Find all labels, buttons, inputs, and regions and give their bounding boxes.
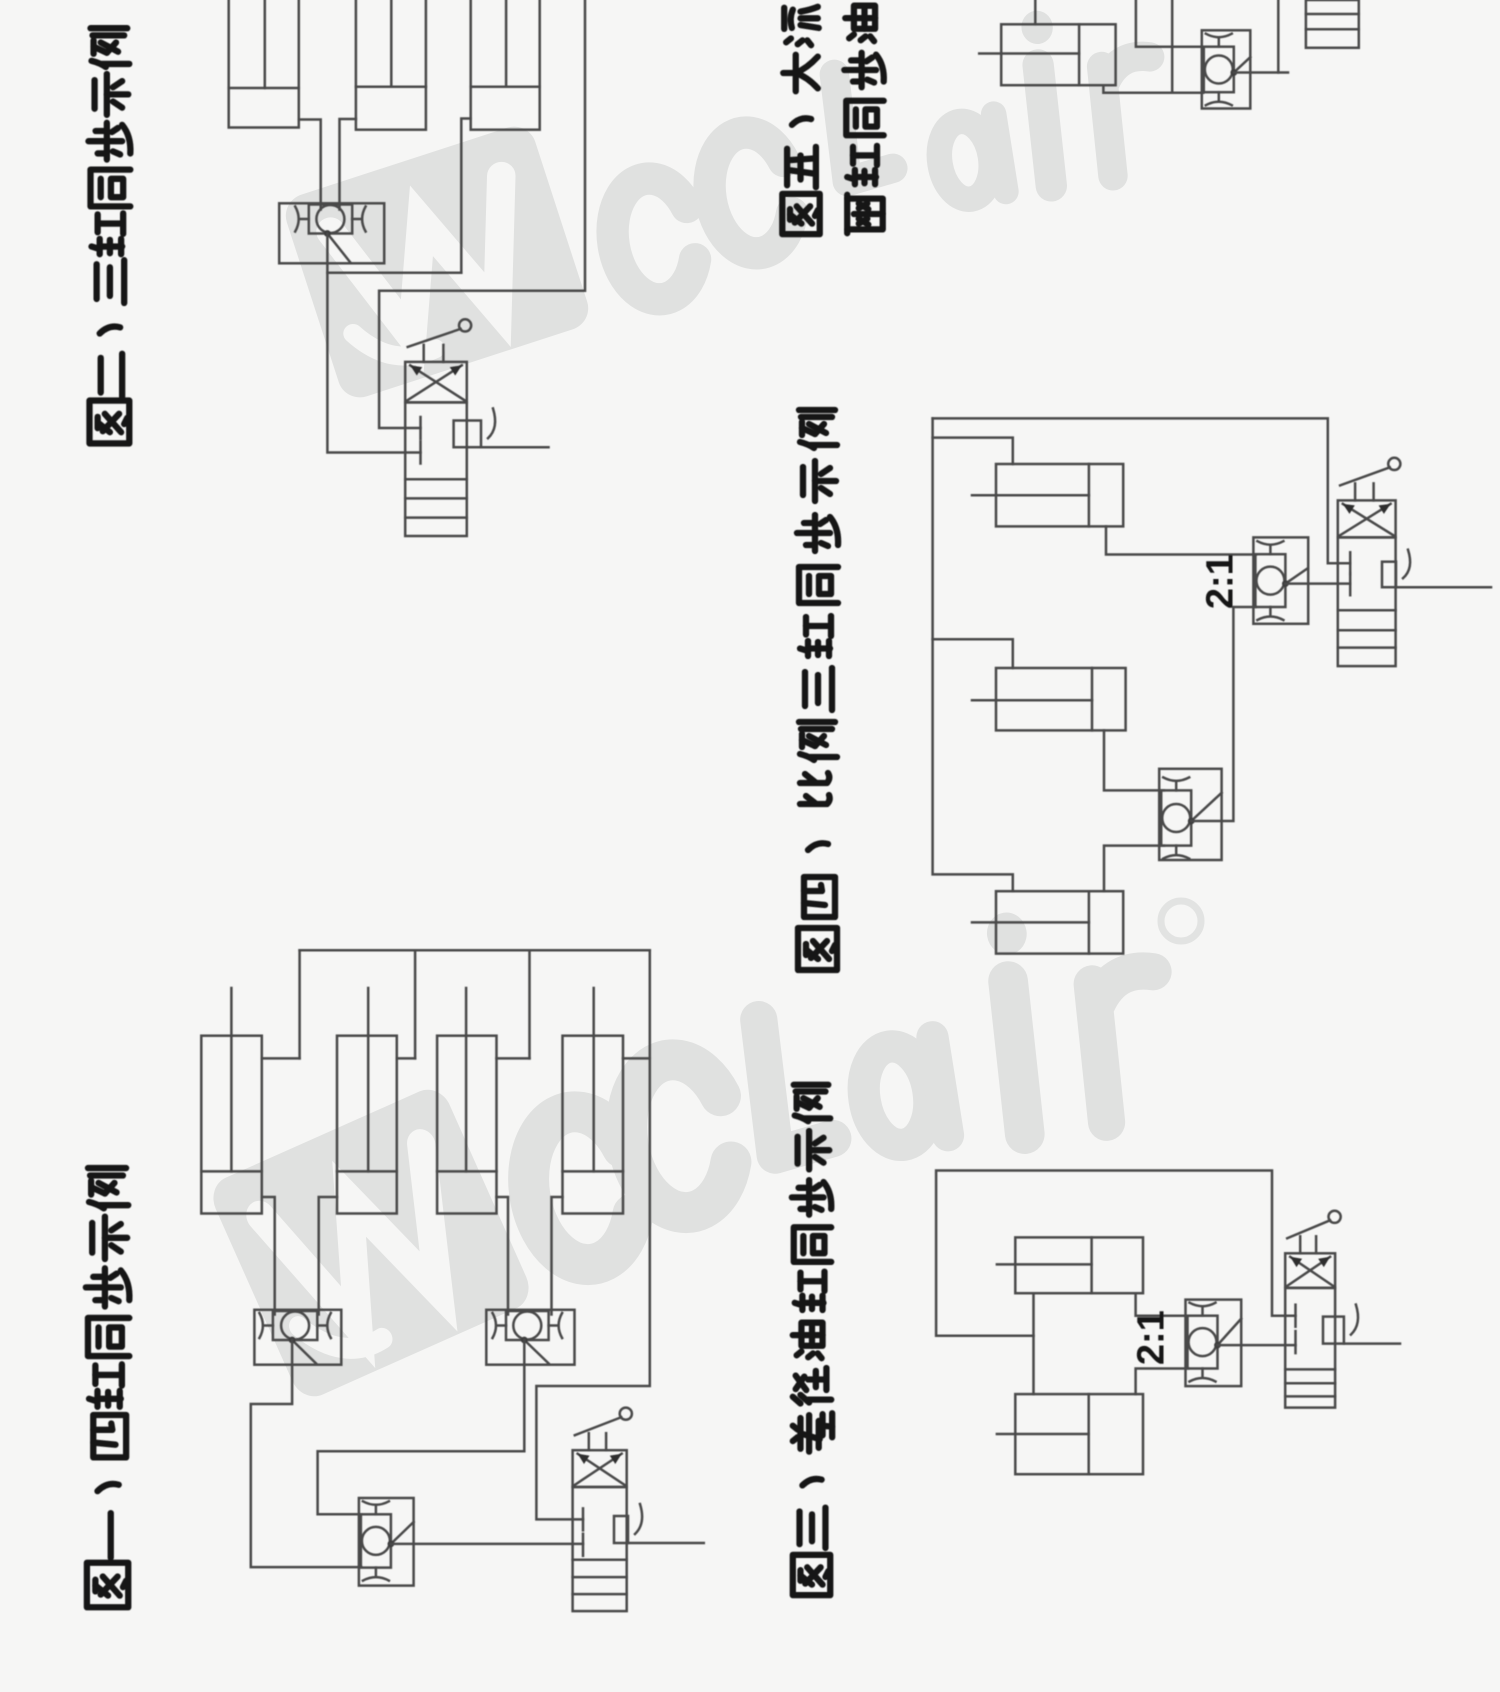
svg-text:2:1: 2:1 [1131, 1310, 1173, 1365]
svg-text:2:1: 2:1 [1200, 554, 1242, 609]
